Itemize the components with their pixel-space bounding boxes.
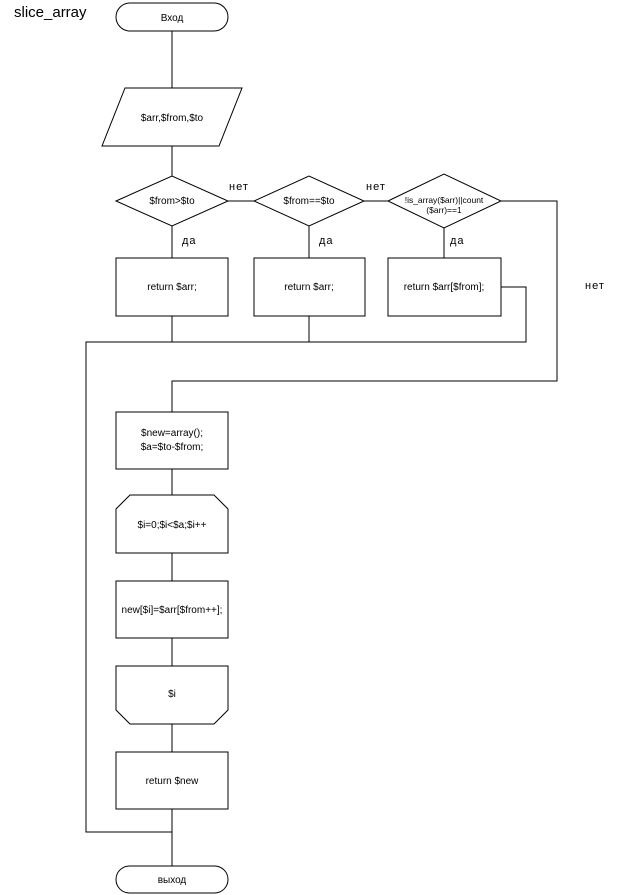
loop-start-label: $i=0;$i<$a;$i++ bbox=[138, 520, 207, 531]
input-block: $arr,$from,$to bbox=[101, 87, 243, 147]
no-label-1: нет bbox=[229, 181, 249, 193]
return-arr-2: return $arr; bbox=[253, 257, 366, 317]
decision-is-array: !is_array($arr)||count ($arr)==1 bbox=[386, 173, 503, 229]
return-3-label: return $arr[$from]; bbox=[404, 282, 485, 293]
connectors bbox=[85, 31, 558, 866]
assign-label-line1: $new=array(); bbox=[141, 428, 203, 439]
decision-3-label-line1: !is_array($arr)||count bbox=[405, 195, 484, 205]
return-1-label: return $arr; bbox=[147, 282, 196, 293]
end-label: выход bbox=[158, 875, 187, 886]
loop-body-label: new[$i]=$arr[$from++]; bbox=[122, 605, 223, 616]
return-new-label: return $new bbox=[146, 776, 200, 787]
loop-start: $i=0;$i<$a;$i++ bbox=[115, 494, 229, 554]
return-new: return $new bbox=[115, 751, 229, 810]
return-arr-from: return $arr[$from]; bbox=[387, 257, 502, 317]
decision-from-gt-to: $from>$to bbox=[114, 175, 230, 227]
end-terminator: выход bbox=[115, 865, 229, 894]
input-label: $arr,$from,$to bbox=[141, 113, 204, 124]
start-terminator: Вход bbox=[115, 2, 229, 32]
loop-end: $i bbox=[115, 665, 229, 725]
return-2-label: return $arr; bbox=[284, 282, 333, 293]
yes-label-2: да bbox=[319, 235, 334, 247]
decision-3-label-line2: ($arr)==1 bbox=[426, 205, 462, 215]
diagram-title: slice_array bbox=[14, 4, 87, 21]
decision-2-label: $from==$to bbox=[283, 196, 335, 207]
assign-label-line2: $a=$to-$from; bbox=[141, 442, 204, 453]
yes-label-1: да bbox=[182, 235, 197, 247]
start-label: Вход bbox=[161, 13, 184, 24]
return-arr-1: return $arr; bbox=[115, 257, 229, 317]
no-label-2: нет bbox=[366, 181, 386, 193]
assign-block: $new=array(); $a=$to-$from; bbox=[115, 411, 229, 470]
decision-1-label: $from>$to bbox=[149, 196, 195, 207]
yes-label-3: да bbox=[450, 235, 465, 247]
loop-body: new[$i]=$arr[$from++]; bbox=[115, 580, 229, 639]
decision-from-eq-to: $from==$to bbox=[252, 175, 366, 227]
no-label-3: нет bbox=[585, 280, 605, 292]
loop-end-label: $i bbox=[168, 689, 176, 700]
